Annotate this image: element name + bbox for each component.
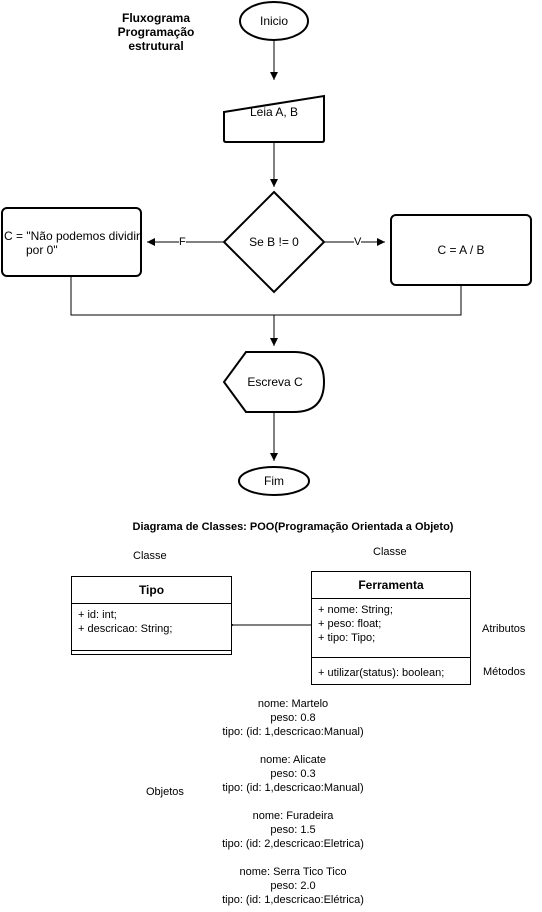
class-ferramenta-methods: + utilizar(status): boolean; xyxy=(312,657,470,684)
decision-diamond xyxy=(222,190,326,294)
object-field: nome: Martelo xyxy=(257,698,329,710)
metodos-label: Métodos xyxy=(483,666,526,678)
object-field: nome: Alicate xyxy=(259,754,327,766)
end-terminator xyxy=(238,466,310,496)
object-instance: nome: Furadeira peso: 1.5 tipo: (id: 2,d… xyxy=(193,809,393,851)
true-edge-label: V xyxy=(354,235,362,249)
class-method: + utilizar(status): boolean; xyxy=(318,667,445,679)
false-box-label-line: por 0" xyxy=(26,243,58,257)
object-field: peso: 2.0 xyxy=(270,880,316,892)
flowchart-title: Fluxograma Programação estrutural xyxy=(104,11,208,53)
class-attribute: + descricao: String; xyxy=(78,623,173,635)
object-instance: nome: Martelo peso: 0.8 tipo: (id: 1,des… xyxy=(193,697,393,739)
classe-label-left: Classe xyxy=(133,550,167,562)
decision-label: Se B != 0 xyxy=(249,235,299,249)
class-tipo-methods-divider xyxy=(72,650,231,651)
output-label: Escreva C xyxy=(247,375,303,389)
class-tipo-attributes: + id: int; + descricao: String; xyxy=(72,604,231,650)
input-shape xyxy=(223,94,325,143)
class-ferramenta-name: Ferramenta xyxy=(312,572,470,599)
classe-label-right: Classe xyxy=(373,546,407,558)
atributos-label: Atributos xyxy=(482,623,526,635)
output-display-shape xyxy=(222,351,326,413)
flowchart-title-line: Fluxograma xyxy=(121,11,190,25)
object-field: nome: Furadeira xyxy=(252,810,334,822)
false-box-label: C = "Não podemos dividir por 0" xyxy=(4,229,141,257)
class-attribute: + id: int; xyxy=(78,609,117,621)
object-field: peso: 0.8 xyxy=(270,712,316,724)
object-instance: nome: Serra Tico Tico peso: 2.0 tipo: (i… xyxy=(193,865,393,907)
start-label: Inicio xyxy=(259,14,288,28)
class-diagram-title: Diagrama de Classes: POO(Programação Ori… xyxy=(132,521,454,533)
true-box-label: C = A / B xyxy=(437,243,485,257)
object-instance: nome: Alicate peso: 0.3 tipo: (id: 1,des… xyxy=(193,753,393,795)
false-edge-label: F xyxy=(179,235,186,249)
object-field: tipo: (id: 1,descricao:Elétrica) xyxy=(222,894,364,906)
false-box-label-line: C = "Não podemos dividir xyxy=(4,229,140,243)
class-ferramenta-attributes: + nome: String; + peso: float; + tipo: T… xyxy=(312,599,470,657)
object-field: tipo: (id: 2,descricao:Eletrica) xyxy=(222,838,364,850)
class-attribute: + tipo: Tipo; xyxy=(318,632,376,644)
object-field: peso: 0.3 xyxy=(270,768,316,780)
input-label: Leia A, B xyxy=(249,105,299,119)
objetos-label: Objetos xyxy=(146,786,184,798)
object-field: tipo: (id: 1,descricao:Manual) xyxy=(222,726,364,738)
object-field: nome: Serra Tico Tico xyxy=(239,866,347,878)
flowchart-title-line: estrutural xyxy=(128,39,184,53)
class-tipo-name: Tipo xyxy=(72,577,231,604)
class-attribute: + nome: String; xyxy=(318,604,393,616)
class-ferramenta: Ferramenta + nome: String; + peso: float… xyxy=(311,571,471,685)
class-attribute: + peso: float; xyxy=(318,618,382,630)
class-tipo: Tipo + id: int; + descricao: String; xyxy=(71,576,232,655)
end-label: Fim xyxy=(264,474,284,488)
object-field: tipo: (id: 1,descricao:Manual) xyxy=(222,782,364,794)
connector-merge xyxy=(70,276,462,316)
flowchart-title-line: Programação xyxy=(117,25,195,39)
object-field: peso: 1.5 xyxy=(270,824,316,836)
